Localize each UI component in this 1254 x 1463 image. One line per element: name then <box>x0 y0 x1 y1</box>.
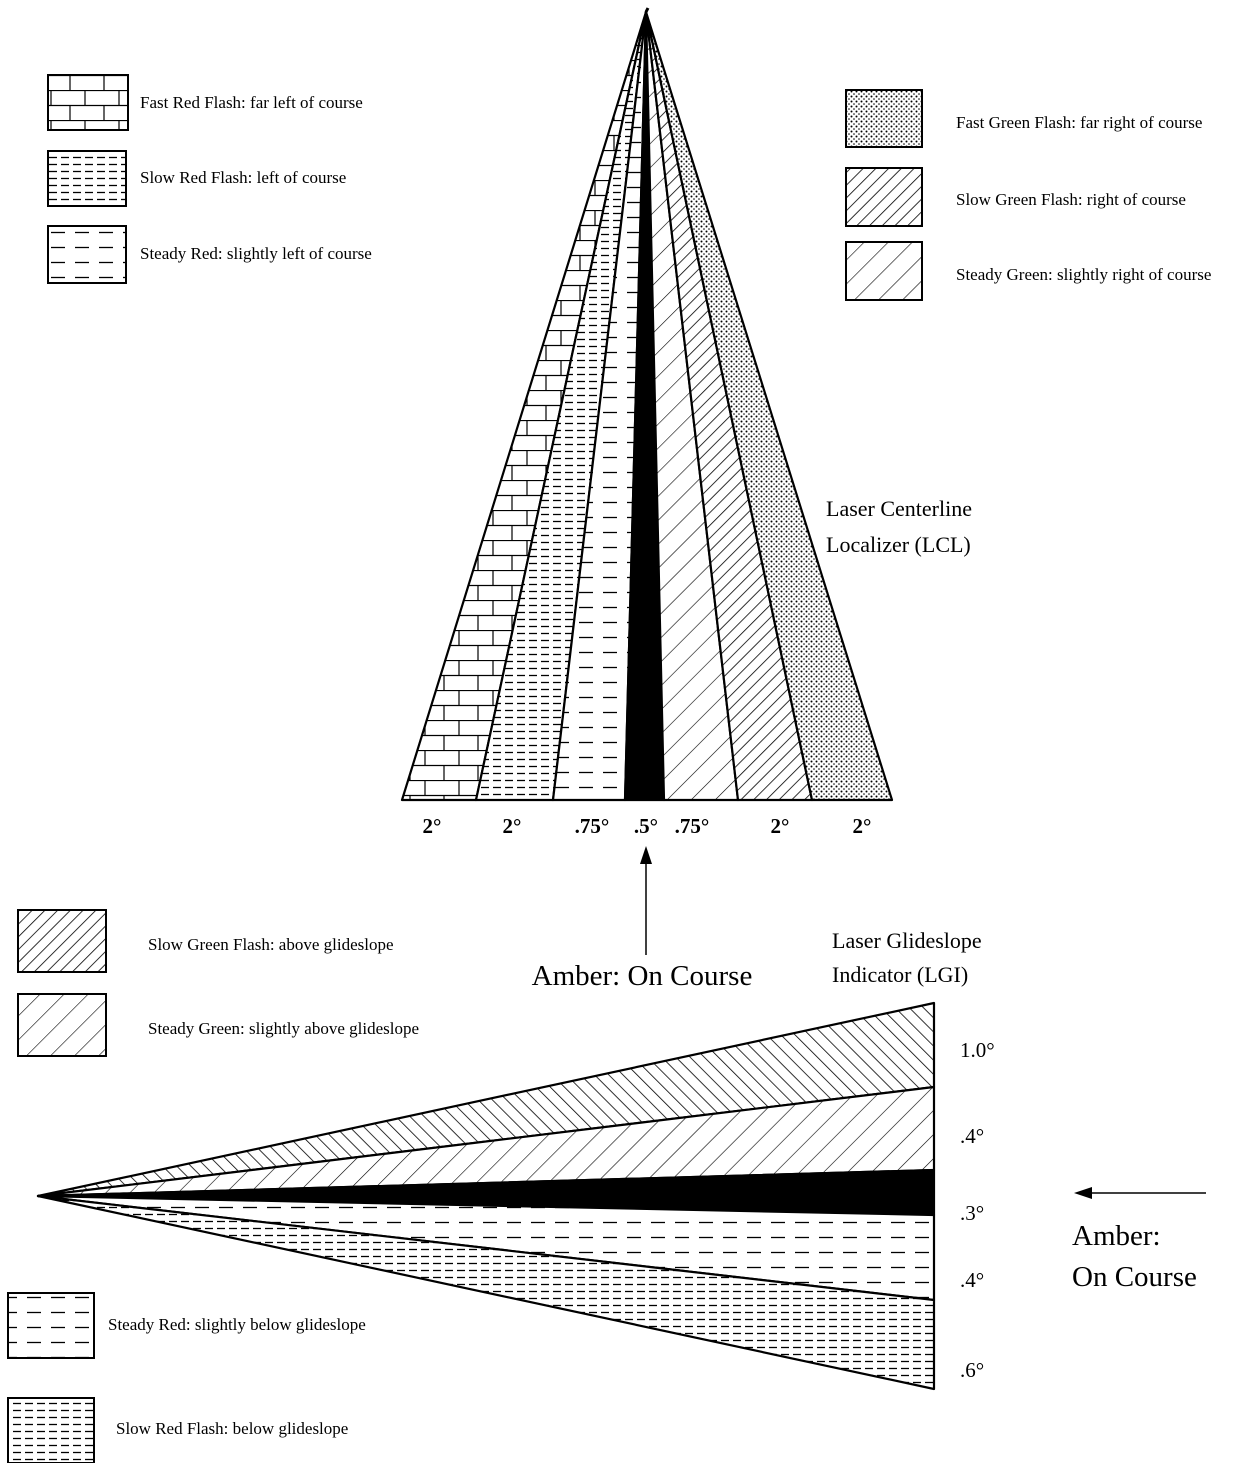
lgi-on-course-label-line1: Amber: <box>1072 1220 1161 1252</box>
legend-swatch-dense-dash <box>7 1397 95 1463</box>
legend-swatch-sparse-dash <box>7 1292 95 1359</box>
lgi-legend-label-3: Slow Red Flash: below glideslope <box>116 1419 348 1438</box>
lcl-legend-label-4: Slow Green Flash: right of course <box>956 190 1186 209</box>
lcl-legend-label-5: Steady Green: slightly right of course <box>956 265 1211 284</box>
lcl-sector-far-right <box>644 10 894 802</box>
legend-swatch-sparse-diag <box>17 993 107 1057</box>
lcl-title-line2: Localizer (LCL) <box>826 532 971 557</box>
lgi-on-course-label-line2: On Course <box>1072 1261 1197 1293</box>
lgi-label-on-course: .3° <box>960 1201 984 1225</box>
lgi-label-slightly-above: .4° <box>960 1124 984 1148</box>
lgi-sector-below <box>36 1194 936 1391</box>
lcl-on-course-arrow <box>640 846 652 955</box>
lgi-legend-label-2: Steady Red: slightly below glideslope <box>108 1315 366 1334</box>
lcl-on-course-label: Amber: On Course <box>532 960 753 992</box>
lcl-legend-label-0: Fast Red Flash: far left of course <box>140 93 363 112</box>
lgi-title-line2: Indicator (LGI) <box>832 962 968 987</box>
lgi-title-line1: Laser Glideslope <box>832 928 982 953</box>
legend-swatch-dots <box>845 89 923 148</box>
lgi-legend-label-1: Steady Green: slightly above glideslope <box>148 1019 419 1038</box>
lcl-label-far-right: 2° <box>853 814 872 838</box>
lcl-angle-labels: 2° 2° .75° .5° .75° 2° 2° <box>423 814 872 838</box>
lcl-label-on-course: .5° <box>634 814 658 838</box>
lgi-label-slightly-below: .4° <box>960 1268 984 1292</box>
lgi-label-above: 1.0° <box>960 1038 995 1062</box>
lgi-angle-labels: 1.0° .4° .3° .4° .6° <box>960 1038 995 1382</box>
lcl-label-slightly-left: .75° <box>575 814 610 838</box>
lcl-title-line1: Laser Centerline <box>826 496 972 521</box>
lcl-legend-right: Fast Green Flash: far right of course Sl… <box>845 89 1211 301</box>
lcl-label-right: 2° <box>771 814 790 838</box>
lcl-legend-left: Fast Red Flash: far left of course Slow … <box>47 74 372 284</box>
lcl-label-far-left: 2° <box>423 814 442 838</box>
lcl-legend-label-3: Fast Green Flash: far right of course <box>956 113 1202 132</box>
legend-swatch-dense-diag <box>17 909 107 973</box>
lgi-on-course-arrow <box>1074 1187 1206 1199</box>
lcl-label-slightly-right: .75° <box>675 814 710 838</box>
glideslope-fan <box>36 1001 936 1391</box>
lgi-label-below: .6° <box>960 1358 984 1382</box>
lcl-legend-label-1: Slow Red Flash: left of course <box>140 168 346 187</box>
legend-swatch-dense-dash <box>47 150 127 207</box>
legend-swatch-sparse-diag <box>845 241 923 301</box>
lgi-legend-label-0: Slow Green Flash: above glideslope <box>148 935 394 954</box>
localizer-fan <box>400 7 894 802</box>
legend-swatch-sparse-dash <box>47 225 127 284</box>
legend-swatch-dense-diag <box>845 167 923 227</box>
lcl-legend-label-2: Steady Red: slightly left of course <box>140 244 372 263</box>
lgi-legend: Slow Green Flash: above glideslope Stead… <box>7 909 419 1463</box>
lcl-label-left: 2° <box>503 814 522 838</box>
legend-swatch-brick <box>47 74 129 131</box>
